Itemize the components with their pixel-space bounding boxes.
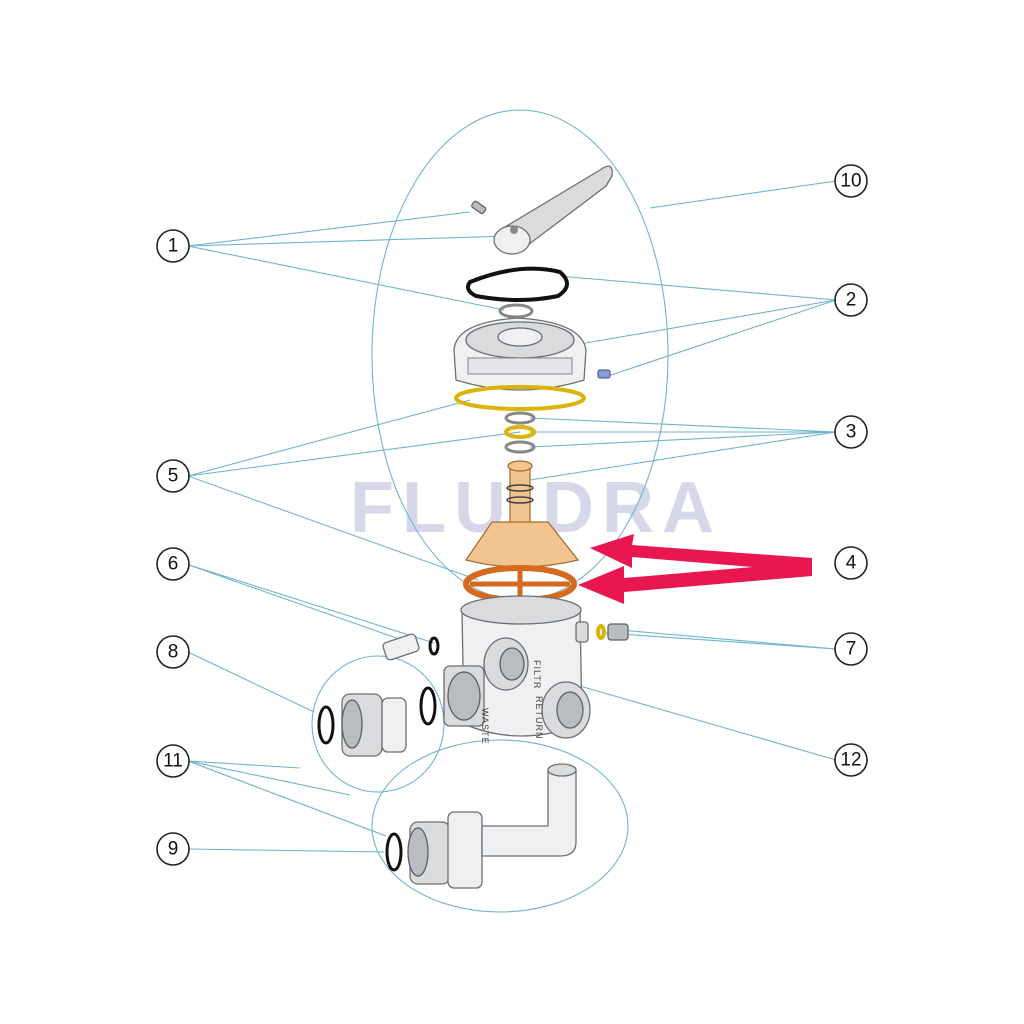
drain-plug-part: [596, 623, 629, 641]
callout-4: 4: [834, 546, 868, 580]
arrow-to-gasket: [578, 562, 812, 604]
cover-screw-part: [597, 369, 611, 379]
callout-12-label: 12: [840, 750, 861, 771]
handle-pin-part: [471, 200, 487, 215]
callout-9-label: 9: [168, 839, 179, 860]
handle-part: [493, 165, 613, 255]
valve-body-part: FILTR RETURN WASTE: [443, 595, 591, 745]
port-left-label: WASTE: [480, 708, 490, 745]
leader-lines: [185, 180, 837, 853]
callout-9: 9: [156, 832, 190, 866]
port-return-label: RETURN: [534, 696, 544, 740]
shaft-oring-3-part: [504, 440, 536, 454]
callout-3: 3: [834, 415, 868, 449]
callout-2: 2: [834, 283, 868, 317]
callout-4-label: 4: [846, 553, 857, 574]
arrow-to-rotor: [590, 534, 812, 572]
callout-1-label: 1: [168, 236, 179, 257]
callout-7-label: 7: [846, 639, 857, 660]
callout-8: 8: [156, 635, 190, 669]
callout-2-label: 2: [846, 290, 857, 311]
callout-5-label: 5: [168, 466, 179, 487]
callout-3-label: 3: [846, 422, 857, 443]
callout-6: 6: [156, 547, 190, 581]
union-part: [317, 686, 437, 757]
shaft-oring-1-part: [504, 411, 536, 425]
valve-cover-part: [453, 317, 587, 391]
callout-11: 11: [156, 744, 190, 778]
callout-5: 5: [156, 459, 190, 493]
rotor-part: [464, 460, 580, 568]
handle-washer-part: [498, 303, 534, 319]
port-top-label: FILTR: [532, 660, 542, 689]
spider-gasket-part: [463, 565, 577, 603]
callout-10-label: 10: [840, 171, 861, 192]
callout-11-label: 11: [163, 751, 183, 772]
highlight-arrows: [578, 534, 812, 604]
elbow-union-part: [385, 763, 577, 889]
cover-oring-part: [454, 385, 586, 411]
shaft-oring-2-part: [504, 425, 536, 439]
pressure-nipple-part: [382, 633, 440, 661]
callout-7: 7: [834, 632, 868, 666]
callout-6-label: 6: [168, 554, 179, 575]
union-group-ellipse: [311, 655, 445, 793]
callout-12: 12: [834, 743, 868, 777]
callout-10: 10: [834, 164, 868, 198]
callout-8-label: 8: [168, 642, 179, 663]
callout-1: 1: [156, 229, 190, 263]
elbow-group-ellipse: [371, 739, 629, 913]
cover-gasket-part: [466, 266, 569, 302]
